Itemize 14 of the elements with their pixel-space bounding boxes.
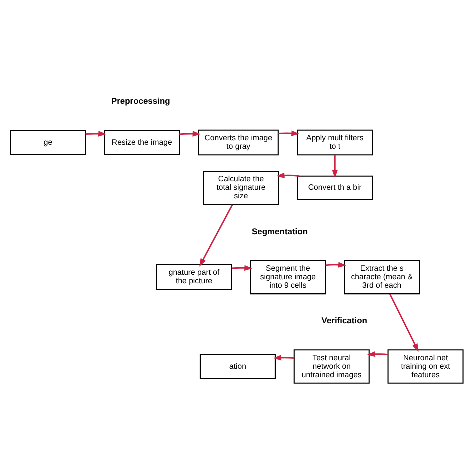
arrow (367, 352, 388, 358)
arrow (276, 172, 300, 178)
label: Segmentation (252, 226, 308, 236)
arrow (200, 204, 234, 267)
label: Verification (322, 316, 368, 326)
arrow (232, 265, 253, 271)
arrow (332, 155, 338, 178)
arrow (278, 130, 300, 136)
arrow (180, 131, 201, 137)
label: Preprocessing (111, 96, 170, 106)
arrow (389, 294, 419, 352)
arrow (273, 355, 294, 361)
arrow (326, 262, 347, 268)
arrow (86, 131, 107, 137)
